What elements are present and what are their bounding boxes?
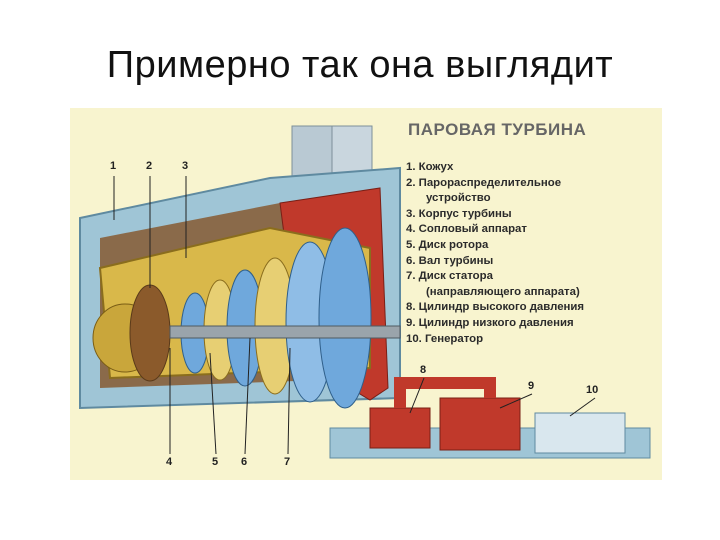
steam-turbine-illustration: ПАРОВАЯ ТУРБИНА 1. Кожух 2. Парораспреде… xyxy=(70,108,662,480)
legend-item: 9. Цилиндр низкого давления xyxy=(406,316,574,329)
turbine-drawing xyxy=(79,125,651,459)
legend-item: 5. Диск ротора xyxy=(406,238,489,251)
callout-7: 7 xyxy=(284,456,291,468)
steam-chest xyxy=(129,284,171,382)
legend-item: 7. Диск статора xyxy=(406,270,493,283)
generator xyxy=(534,412,626,454)
legend-item: 3. Корпус турбины xyxy=(406,207,512,220)
callout-2: 2 xyxy=(146,160,153,172)
legend-item: 1. Кожух xyxy=(406,161,454,173)
callout-8: 8 xyxy=(420,364,427,376)
callout-1: 1 xyxy=(110,160,117,172)
callout-4: 4 xyxy=(166,456,173,468)
lp-cylinder xyxy=(439,397,521,451)
callout-6: 6 xyxy=(241,456,248,468)
turbine-shaft xyxy=(169,325,401,339)
legend-item: устройство xyxy=(426,192,491,205)
legend-list: 1. Кожух 2. Парораспределительное устрой… xyxy=(406,160,584,347)
legend-item: 10. Генератор xyxy=(406,332,484,345)
callout-3: 3 xyxy=(182,160,189,172)
leader-lines xyxy=(113,176,596,455)
callout-5: 5 xyxy=(212,456,219,468)
hp-cylinder xyxy=(369,407,431,449)
crossover-pipe xyxy=(394,377,496,408)
legend-item: 2. Парораспределительное xyxy=(406,176,562,189)
callout-9: 9 xyxy=(528,380,535,392)
legend-item: (направляющего аппарата) xyxy=(426,285,580,298)
legend-item: 4. Сопловый аппарат xyxy=(406,223,527,236)
slide-title: Примерно так она выглядит xyxy=(106,44,614,86)
callout-10: 10 xyxy=(586,384,599,396)
figure-heading: ПАРОВАЯ ТУРБИНА xyxy=(408,120,587,139)
legend-item: 6. Вал турбины xyxy=(406,254,494,267)
legend-item: 8. Цилиндр высокого давления xyxy=(406,301,585,314)
